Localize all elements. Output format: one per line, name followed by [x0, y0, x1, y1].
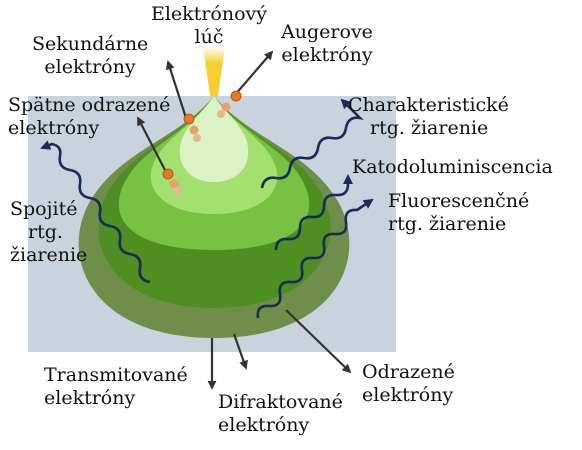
- label-line: Elektrónový: [150, 3, 267, 25]
- label-diffracted-electrons: Difraktované elektróny: [218, 391, 343, 437]
- electron-particle-icon: [162, 168, 174, 180]
- label-line: Difraktované: [218, 391, 343, 413]
- label-cathodoluminescence: Katodoluminiscencia: [352, 156, 553, 179]
- label-line: žiarenie: [10, 244, 88, 266]
- label-line: Charakteristické: [348, 94, 509, 116]
- label-line: elektróny: [362, 384, 454, 406]
- label-line: elektróny: [281, 44, 373, 66]
- arrow-secondary-electrons-icon: [165, 60, 188, 119]
- label-line: Augerove: [281, 21, 373, 43]
- arrow-auger-electrons-icon: [233, 50, 274, 97]
- label-electron-beam: Elektrónový lúč: [144, 3, 274, 49]
- label-line: rtg. žiarenie: [388, 213, 507, 235]
- label-backscattered-electrons: Spätne odrazené elektróny: [8, 94, 170, 140]
- wave-fluorescent-xray-icon: [256, 198, 374, 319]
- arrow-reflected-electrons-icon: [285, 309, 352, 374]
- arrow-diffracted-electrons-icon: [232, 333, 248, 370]
- label-transmitted-electrons: Transmitované elektróny: [44, 364, 188, 410]
- label-line: rtg.: [28, 221, 63, 243]
- electron-particle-icon: [183, 113, 195, 125]
- label-continuous-xray: Spojité rtg. žiarenie: [10, 198, 87, 267]
- label-line: Spojité: [10, 198, 78, 220]
- label-line: elektróny: [44, 56, 136, 78]
- zone-inner: [179, 96, 249, 182]
- wave-cathodoluminescence-icon: [274, 174, 353, 251]
- wave-continuous-xray-icon: [40, 140, 151, 284]
- wave-characteristic-xray-icon: [260, 98, 364, 189]
- label-auger-electrons: Augerove elektróny: [274, 21, 380, 67]
- label-reflected-electrons: Odrazené elektróny: [362, 361, 455, 407]
- electron-particle-icon: [230, 90, 242, 102]
- electron-particle-icon: [221, 102, 231, 112]
- arrow-backscattered-electrons-icon: [137, 116, 167, 173]
- label-line: Katodoluminiscencia: [352, 156, 553, 178]
- label-line: elektróny: [218, 414, 310, 436]
- label-fluorescent-xray: Fluorescenčné rtg. žiarenie: [388, 190, 529, 236]
- label-line: elektróny: [44, 387, 136, 409]
- electron-particle-icon: [173, 187, 181, 195]
- label-line: Transmitované: [44, 364, 188, 386]
- label-line: lúč: [194, 26, 224, 48]
- label-line: Spätne odrazené: [8, 94, 171, 116]
- electron-particle-icon: [193, 134, 201, 142]
- label-line: Fluorescenčné: [388, 190, 530, 212]
- electron-particle-icon: [169, 179, 179, 189]
- electron-particle-icon: [189, 125, 199, 135]
- label-line: Sekundárne: [32, 33, 149, 55]
- electron-beam-icon: [203, 46, 225, 96]
- label-line: elektróny: [8, 117, 100, 139]
- label-characteristic-xray: Charakteristické rtg. žiarenie: [348, 94, 509, 140]
- label-line: rtg. žiarenie: [370, 117, 489, 139]
- electron-particle-icon: [217, 110, 225, 118]
- label-line: Odrazené: [362, 361, 455, 383]
- label-secondary-electrons: Sekundárne elektróny: [32, 33, 148, 79]
